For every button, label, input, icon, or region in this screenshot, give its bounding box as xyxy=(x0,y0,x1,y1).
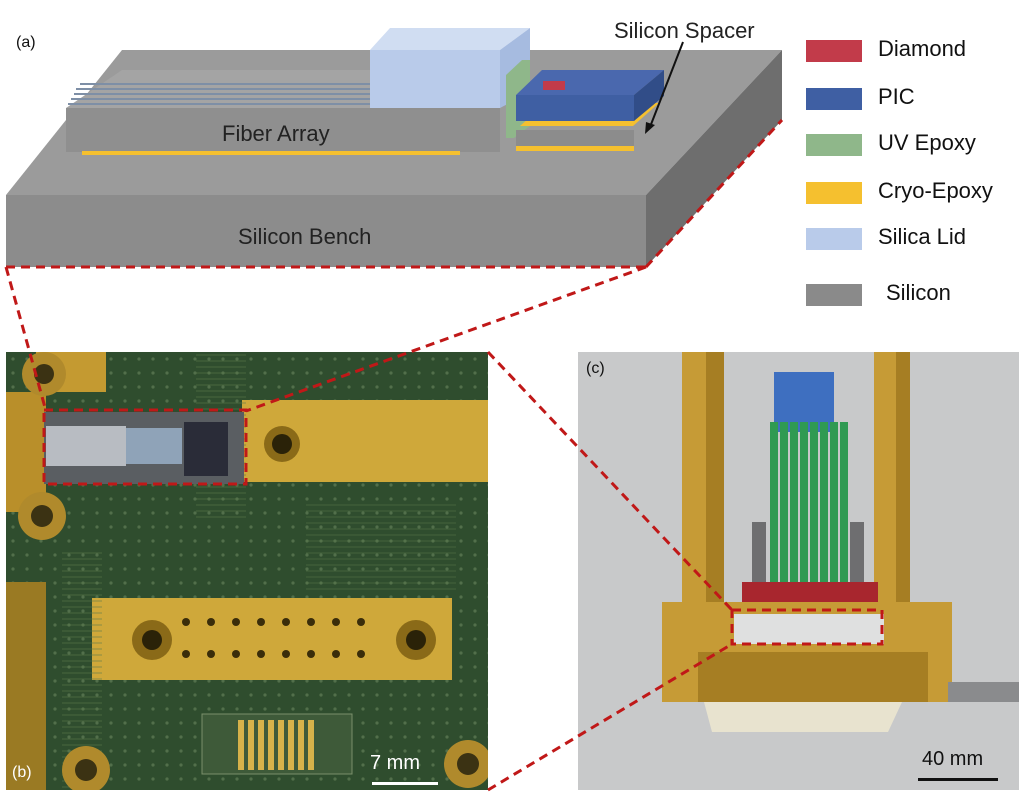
scale-text-b: 7 mm xyxy=(370,752,420,774)
pic-front xyxy=(516,95,634,121)
legend-swatch-cryo-epoxy xyxy=(806,182,862,204)
panel-a-label: (a) xyxy=(16,34,36,51)
scale-bar-c xyxy=(918,778,998,781)
white-base xyxy=(704,702,902,732)
screw-bottom-right xyxy=(444,740,488,788)
spacer-pointer xyxy=(649,41,684,128)
pad-holes xyxy=(182,618,365,658)
screw-mid-left xyxy=(18,492,66,540)
legend-swatch-uv-epoxy xyxy=(806,134,862,156)
gold-corner-bottom-left xyxy=(6,582,46,790)
legend-label-silicon: Silicon xyxy=(886,280,951,305)
rod-right-2 xyxy=(896,352,910,642)
spacer-body xyxy=(516,130,634,146)
hole-top-strip-inner xyxy=(272,434,292,454)
highlight-box-b xyxy=(42,408,248,486)
silicon-bench-front xyxy=(6,195,646,267)
pic-chip-photo xyxy=(184,422,228,476)
silicon-spacer-label: Silicon Spacer xyxy=(614,18,755,43)
fiber-array-photo-2 xyxy=(126,428,182,464)
scale-text-c: 40 mm xyxy=(922,748,984,770)
panel-b-photo: (b) 7 mm xyxy=(6,352,488,790)
cables-green xyxy=(770,422,848,582)
hole-pad-right-inner xyxy=(406,630,426,650)
panel-b-label: (b) xyxy=(12,764,32,781)
pcb-slot xyxy=(734,614,884,644)
diamond xyxy=(543,81,565,90)
mount-block-shadow xyxy=(698,652,928,702)
scale-bar-b xyxy=(372,782,438,785)
panel-c-label: (c) xyxy=(586,360,605,377)
pcb-illustration xyxy=(6,352,488,790)
legend-swatch-diamond xyxy=(806,40,862,62)
legend-label-silica-lid: Silica Lid xyxy=(878,224,967,249)
legend-label-diamond: Diamond xyxy=(878,36,967,61)
post-right xyxy=(850,522,864,582)
fiber-lines xyxy=(68,83,370,105)
fiber-array-label: Fiber Array xyxy=(222,121,330,146)
pic-side xyxy=(634,70,664,121)
panel-c-photo: (c) 40 mm xyxy=(578,352,1019,790)
fiber-cryo-epoxy xyxy=(82,151,460,155)
connector-pins xyxy=(238,720,314,770)
fiber-array-photo xyxy=(46,426,126,466)
cable-right xyxy=(948,682,1019,702)
silica-lid-top xyxy=(370,28,530,50)
fiber-array-front xyxy=(66,108,500,152)
highlight-box-c xyxy=(730,608,884,646)
legend-swatch-silicon xyxy=(806,284,862,306)
silica-lid-front xyxy=(370,50,500,108)
hole-pad-left-inner xyxy=(142,630,162,650)
spacer-cryo-bottom xyxy=(516,146,634,151)
legend-label-uv-epoxy: UV Epoxy xyxy=(878,130,976,155)
panel-a-schematic: Silicon Spacer Fiber Array Silicon Bench xyxy=(6,18,782,267)
legend-label-cryo-epoxy: Cryo-Epoxy xyxy=(878,178,993,203)
mount-illustration xyxy=(578,352,1019,790)
silicon-bench-label: Silicon Bench xyxy=(238,224,371,249)
legend-swatch-pic xyxy=(806,88,862,110)
screw-bottom-left xyxy=(62,746,110,790)
connector-area xyxy=(201,713,353,775)
legend-label-pic: PIC xyxy=(878,84,915,109)
gold-left-edge xyxy=(6,392,46,512)
screw-top-left xyxy=(22,352,66,396)
rod-left-2 xyxy=(706,352,724,642)
post-left xyxy=(752,522,766,582)
legend-swatch-silica-lid xyxy=(806,228,862,250)
trace-field-3 xyxy=(306,502,456,592)
